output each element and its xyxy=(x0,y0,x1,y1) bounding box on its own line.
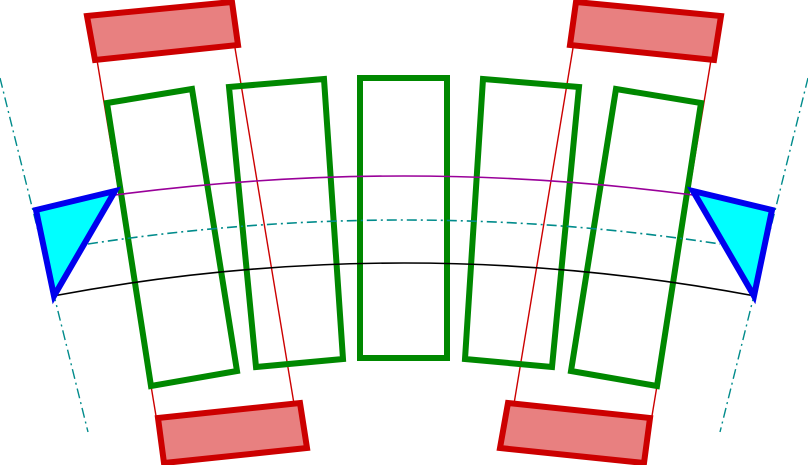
gap-box-1 xyxy=(103,85,241,390)
right-inner-edge-line xyxy=(507,47,574,441)
lower-trajectory-curve xyxy=(52,262,756,297)
gap-box-3 xyxy=(357,75,450,361)
magnet-block-top-right xyxy=(566,0,725,64)
upper-trajectory-curve xyxy=(114,175,694,196)
middle-dashdot-curve xyxy=(87,219,721,245)
gap-box-5 xyxy=(567,85,705,390)
magnet-block-bottom-right xyxy=(496,399,654,465)
prism-left xyxy=(32,186,122,305)
magnet-block-top-left xyxy=(83,0,242,64)
gap-box-2 xyxy=(225,75,347,371)
magnet-block-bottom-left xyxy=(154,399,311,465)
prism-right xyxy=(686,186,776,305)
gap-box-4 xyxy=(461,75,583,371)
left-inner-edge-line xyxy=(234,47,301,441)
